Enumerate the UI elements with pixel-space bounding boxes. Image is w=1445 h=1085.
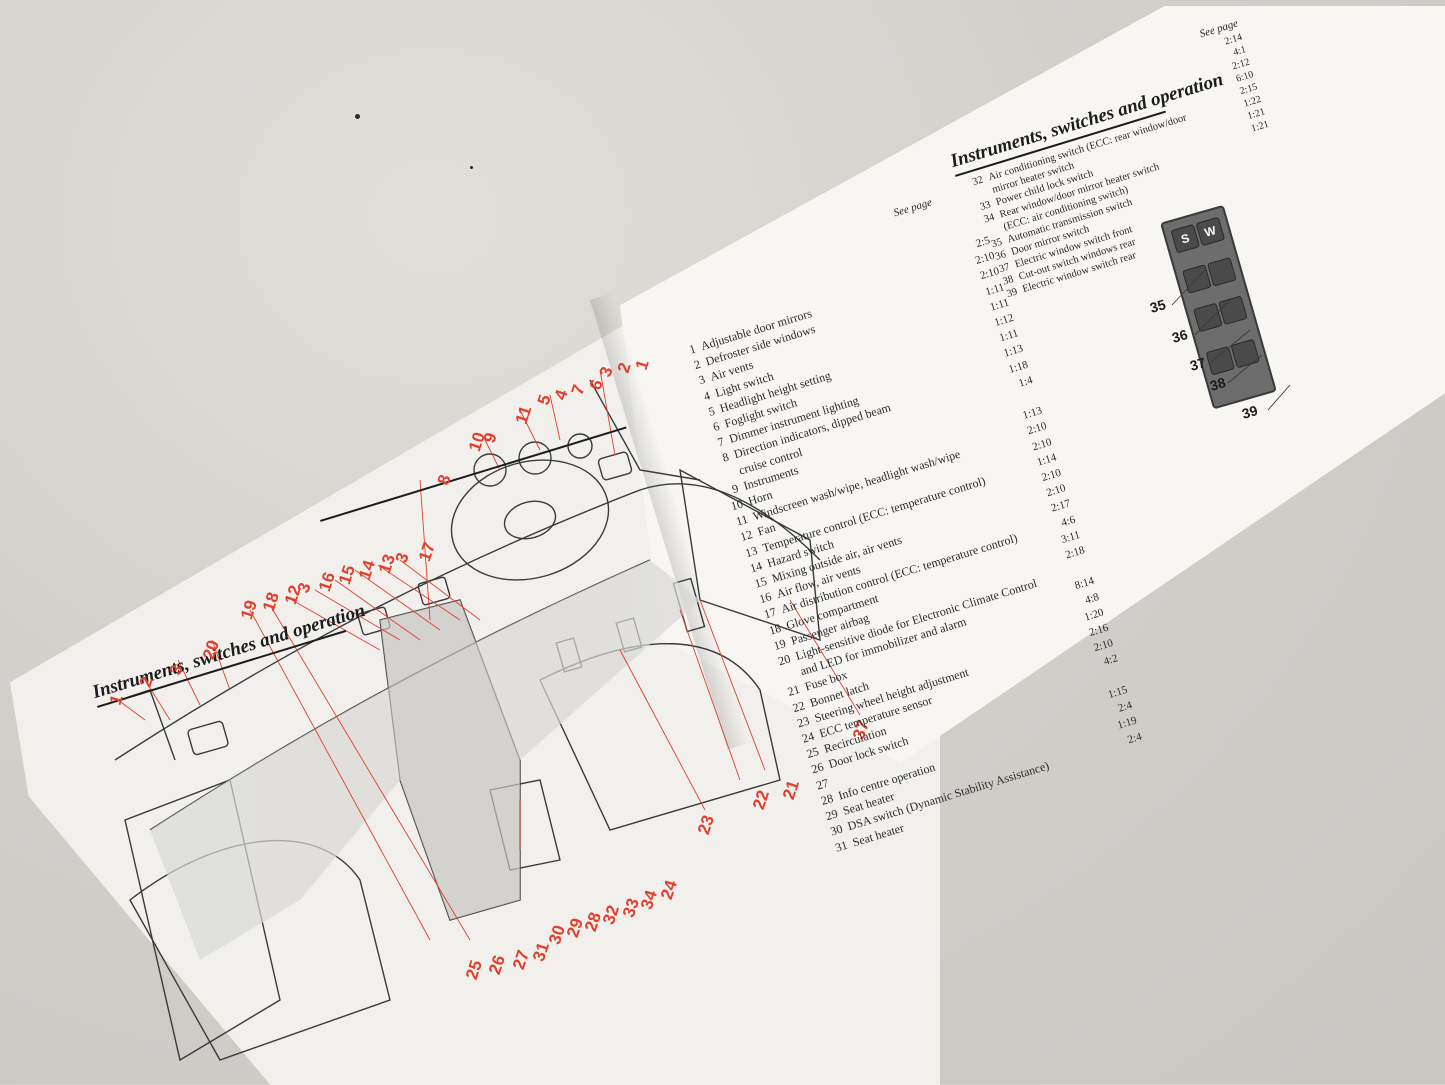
dust-speck <box>470 166 473 169</box>
dust-speck <box>355 114 360 119</box>
